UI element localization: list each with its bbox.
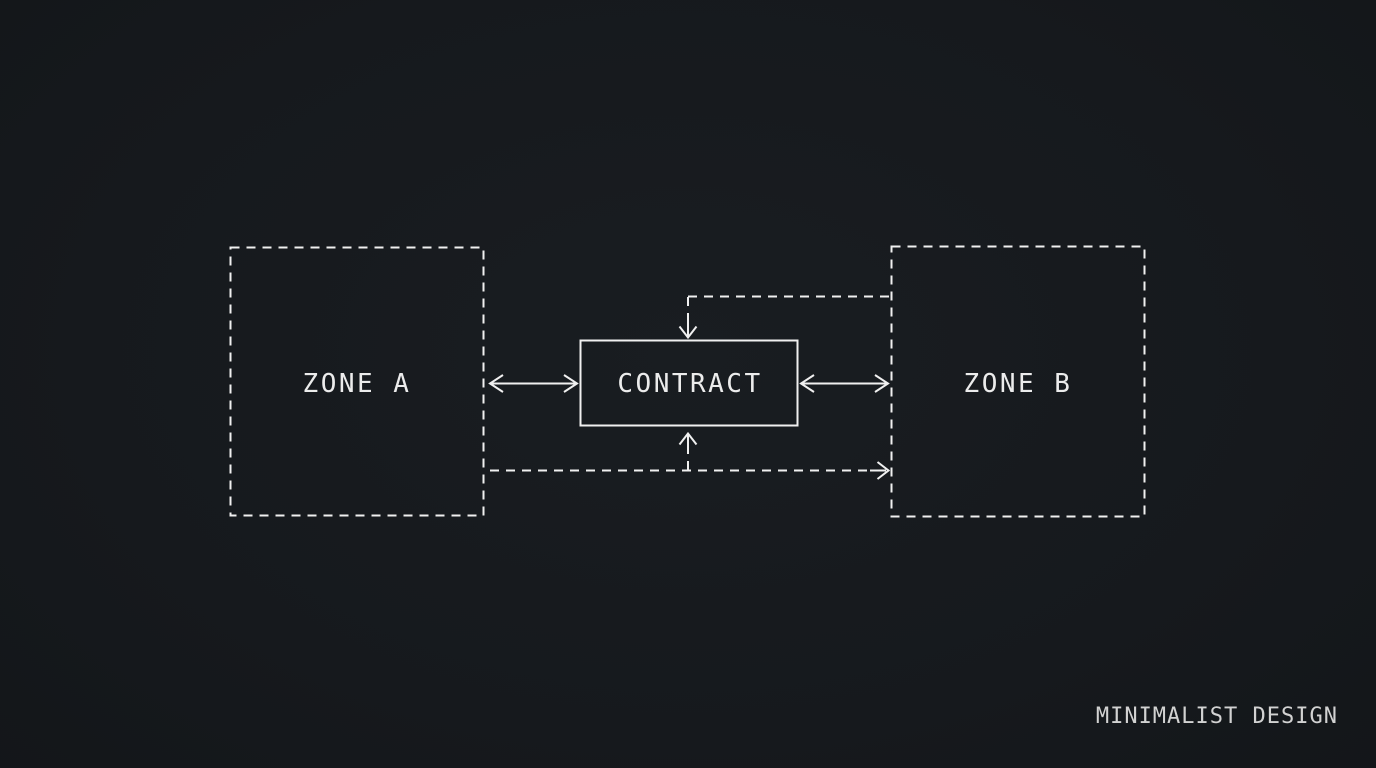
dashed-flow-bottom bbox=[490, 431, 891, 480]
arrow-zone-a-contract bbox=[488, 374, 579, 393]
dashed-flow-top bbox=[678, 295, 890, 340]
watermark-text: MINIMALIST DESIGN bbox=[1095, 704, 1338, 729]
zone-a-label: ZONE A bbox=[302, 369, 412, 399]
contract-label: CONTRACT bbox=[617, 369, 763, 399]
zone-b-box bbox=[890, 245, 1146, 518]
zone-a-box bbox=[229, 246, 485, 517]
arrow-contract-zone-b bbox=[799, 374, 890, 393]
zone-b-label: ZONE B bbox=[963, 369, 1073, 399]
contract-box bbox=[579, 339, 799, 427]
